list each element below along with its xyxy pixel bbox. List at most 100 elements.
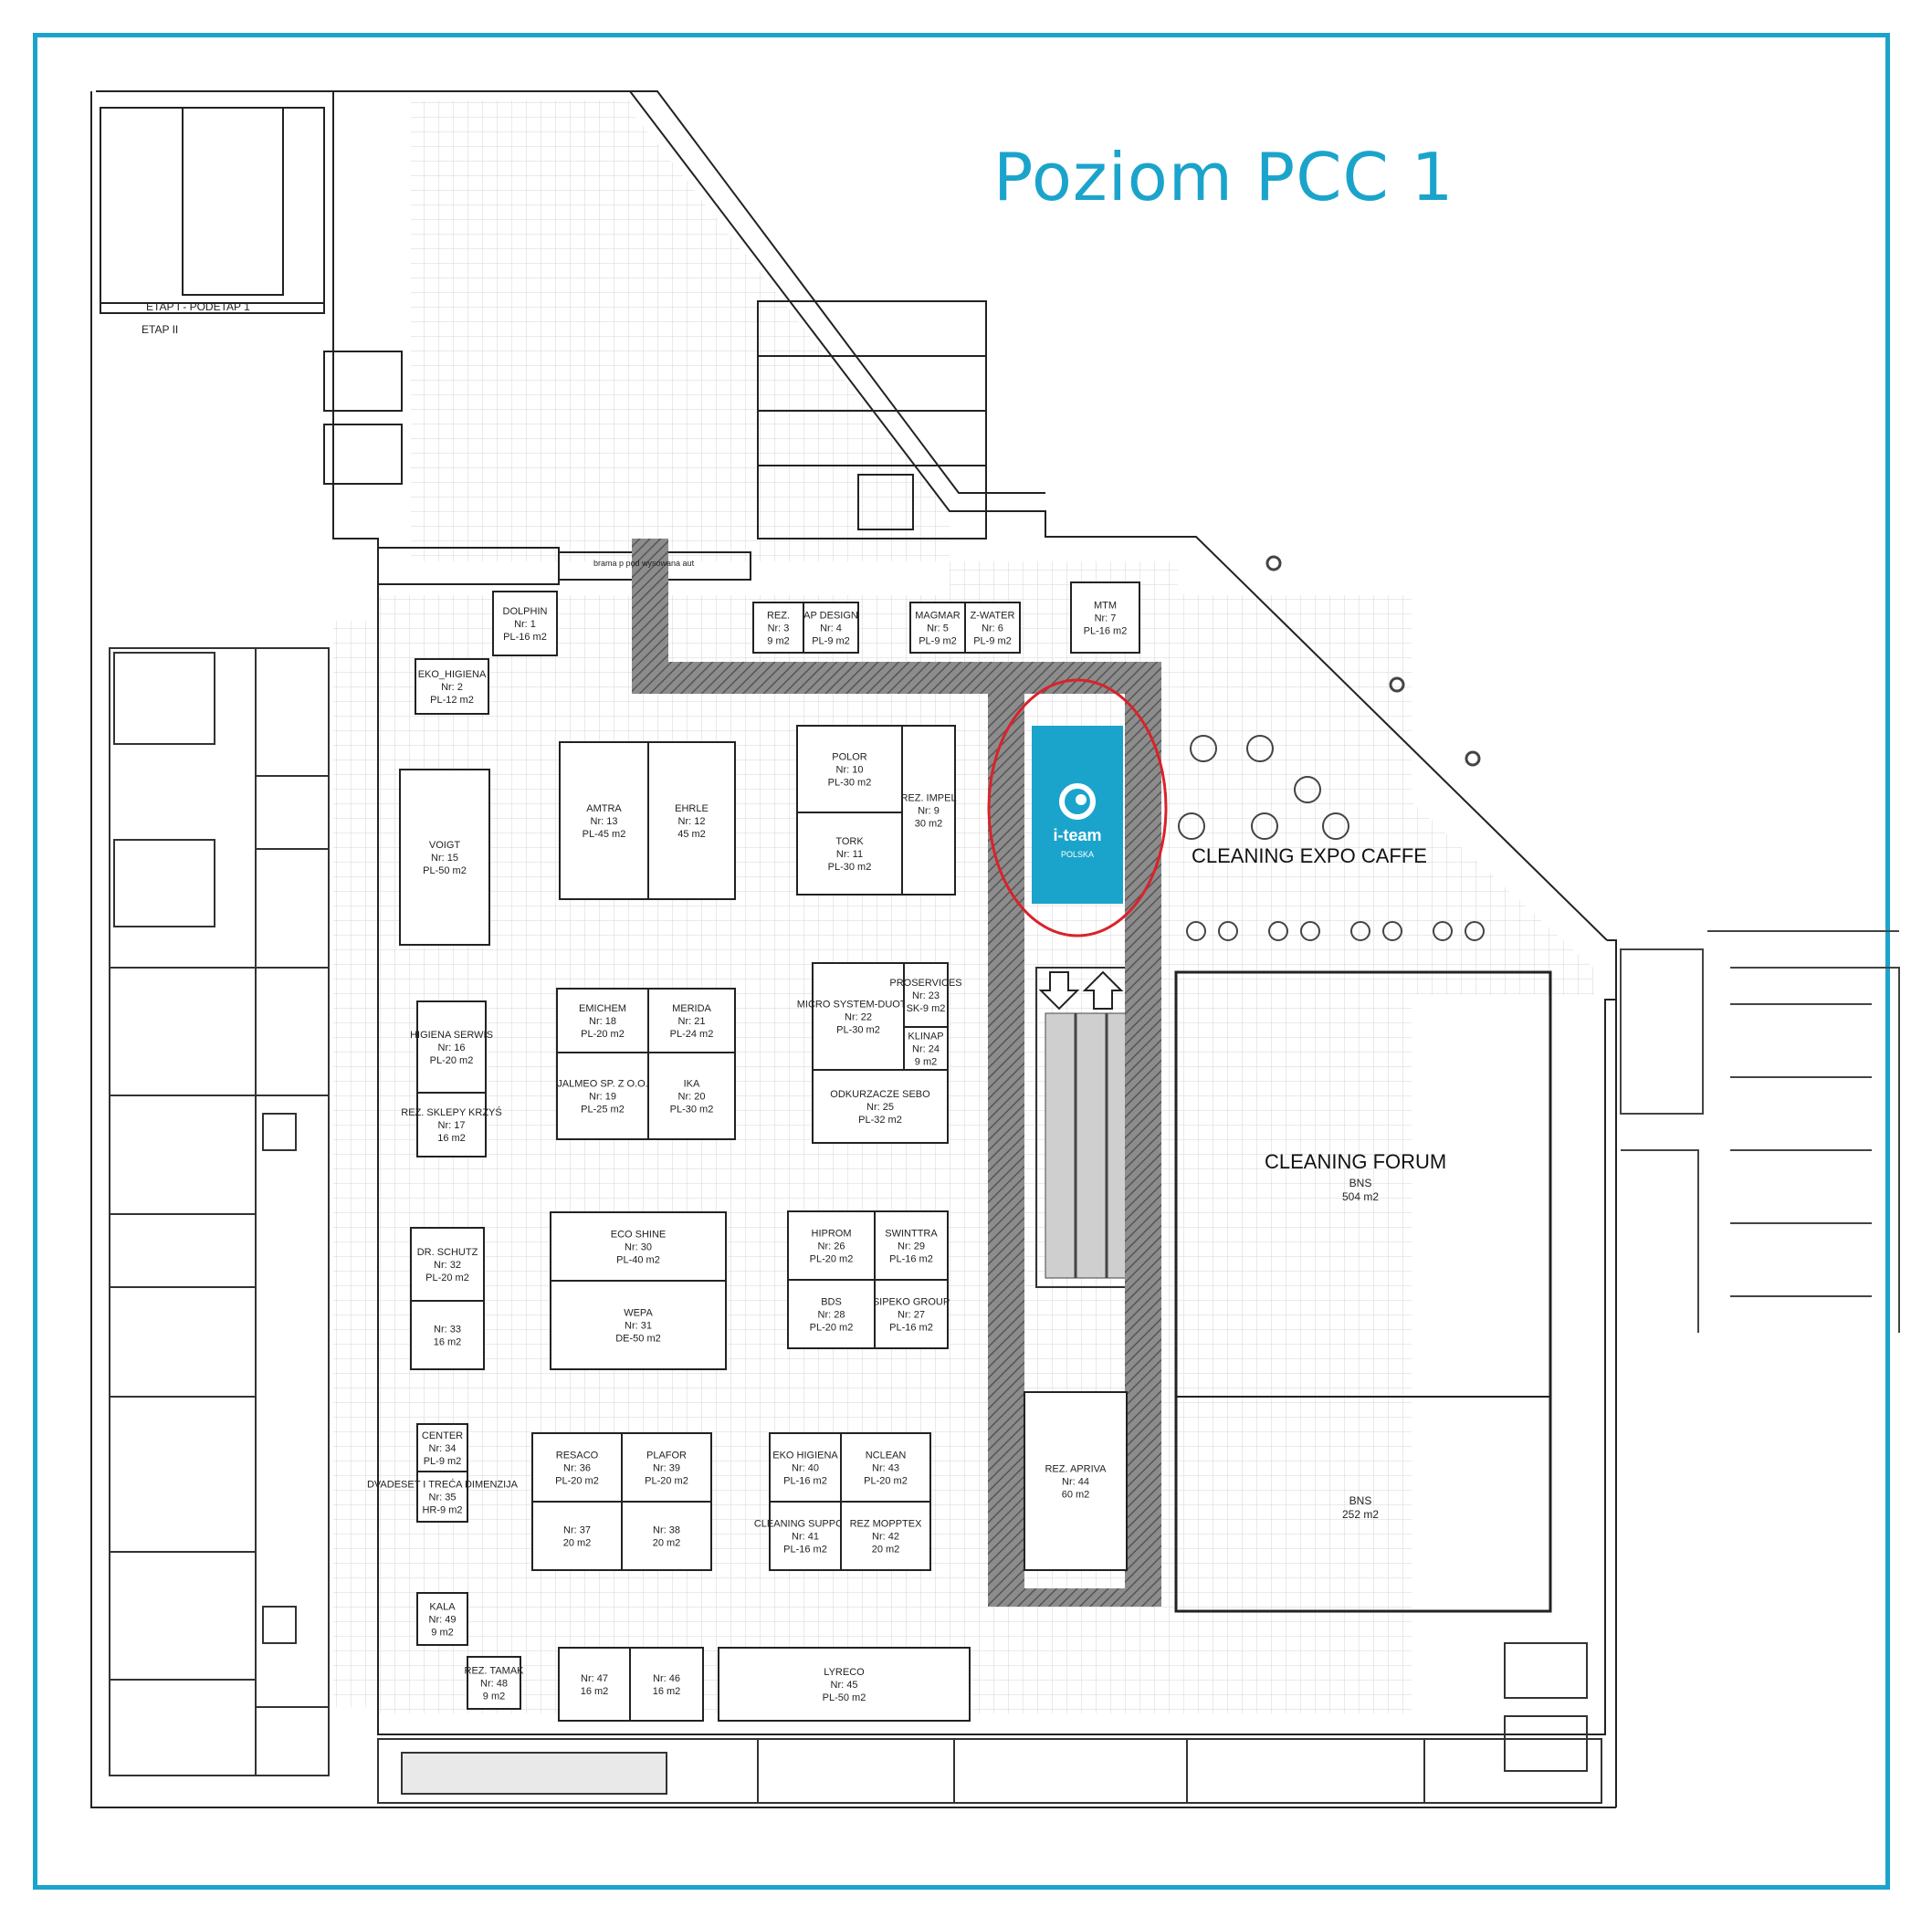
bns2-label: BNS xyxy=(1349,1494,1372,1507)
booth-number: Nr: 31 xyxy=(625,1321,652,1332)
booth-name: LYRECO xyxy=(824,1667,865,1678)
booth-name: JALMEO SP. Z O.O. xyxy=(557,1079,647,1090)
booth-name: MTM xyxy=(1094,601,1117,612)
booth-area: DE-50 m2 xyxy=(615,1334,661,1345)
forum-label: CLEANING FORUM xyxy=(1265,1150,1446,1173)
booth-outline xyxy=(964,602,1021,654)
booth-area: 9 m2 xyxy=(431,1628,453,1639)
booth-area: PL-20 m2 xyxy=(425,1273,469,1283)
booth-outline xyxy=(559,741,649,900)
booth-outline xyxy=(415,658,489,715)
booth-area: SK-9 m2 xyxy=(907,1003,946,1014)
booth-area: PL-20 m2 xyxy=(555,1476,599,1487)
booth-number: Nr: 48 xyxy=(480,1679,508,1690)
booth-name: REZ. SKLEPY KRZYŚ xyxy=(401,1106,501,1118)
booth-area: PL-30 m2 xyxy=(670,1105,714,1116)
booth-area: 16 m2 xyxy=(653,1686,681,1697)
booth-number: Nr: 46 xyxy=(653,1673,680,1684)
booth-name: CLEANING SUPPORT xyxy=(754,1519,857,1530)
booth-area: PL-50 m2 xyxy=(823,1692,866,1703)
booth-name: PLAFOR xyxy=(646,1451,687,1461)
booth-area: PL-16 m2 xyxy=(783,1476,827,1487)
booth-area: PL-9 m2 xyxy=(812,636,850,647)
booth-area: PL-20 m2 xyxy=(581,1029,625,1040)
booth-number: Nr: 41 xyxy=(792,1532,819,1543)
right-stairs xyxy=(1620,930,1900,1333)
booth-area: PL-20 m2 xyxy=(430,1055,474,1066)
booth-name: REZ. APRIVA xyxy=(1045,1464,1107,1475)
booth-area: PL-25 m2 xyxy=(581,1105,625,1116)
booth-name: POLOR xyxy=(832,752,867,763)
booth-area: 9 m2 xyxy=(915,1057,937,1068)
booth-number: Nr: 6 xyxy=(982,623,1003,634)
bns2-area: 252 m2 xyxy=(1342,1508,1379,1521)
booth-number: Nr: 29 xyxy=(898,1241,925,1252)
booth-number: Nr: 1 xyxy=(514,619,536,630)
booth-name: WEPA xyxy=(624,1308,653,1319)
booth-area: PL-9 m2 xyxy=(973,636,1012,647)
iteam-brand: i-team xyxy=(1053,826,1101,844)
booth-outline xyxy=(621,1432,712,1503)
booth-number: Nr: 19 xyxy=(589,1092,616,1103)
booth-area: 45 m2 xyxy=(677,829,706,840)
booth-name: AMTRA xyxy=(586,803,622,814)
booth: WEPA Nr: 31 DE-50 m2 xyxy=(550,1280,727,1370)
booth-name: BDS xyxy=(821,1297,842,1308)
caffe-label: CLEANING EXPO CAFFE xyxy=(1192,844,1427,867)
booth-number: Nr: 44 xyxy=(1062,1477,1089,1488)
etap1-label: ETAP I - PODETAP 1 xyxy=(146,300,250,313)
map-labels: ETAP I - PODETAP 1 ETAP II brama p pod w… xyxy=(142,300,1446,1521)
booth-outline xyxy=(416,1000,487,1094)
booth-number: Nr: 10 xyxy=(836,765,864,776)
booth-outline xyxy=(556,988,649,1053)
booth-number: Nr: 18 xyxy=(589,1016,616,1027)
booth-outline xyxy=(803,602,859,654)
booth-area: 16 m2 xyxy=(434,1337,462,1348)
booth-number: Nr: 24 xyxy=(912,1044,940,1055)
booth: JALMEO SP. Z O.O. Nr: 19 PL-25 m2 xyxy=(556,1052,649,1140)
escalator xyxy=(1035,967,1147,1288)
map-frame xyxy=(33,33,1890,1890)
booth-name: NCLEAN xyxy=(866,1451,907,1461)
hall-floor xyxy=(333,100,1593,1713)
booth-name: REZ. TAMAK xyxy=(465,1666,525,1677)
booth-name: MERIDA xyxy=(672,1003,711,1014)
booth-number: Nr: 21 xyxy=(678,1016,706,1027)
booth-outline xyxy=(874,1210,949,1281)
booth-number: Nr: 16 xyxy=(438,1042,466,1053)
booth-number: Nr: 28 xyxy=(818,1310,845,1321)
booth-outline xyxy=(840,1432,931,1503)
booth-outline xyxy=(621,1501,712,1571)
booth-number: Nr: 49 xyxy=(429,1615,457,1626)
booth-number: Nr: 34 xyxy=(429,1443,457,1454)
booth-number: Nr: 11 xyxy=(836,849,863,860)
booth-number: Nr: 38 xyxy=(653,1525,680,1536)
booth: Nr: 46 16 m2 xyxy=(629,1647,704,1722)
booth-outline xyxy=(416,1471,468,1523)
booth-area: PL-24 m2 xyxy=(670,1029,714,1040)
booth-area: PL-20 m2 xyxy=(645,1476,688,1487)
booth-area: PL-12 m2 xyxy=(430,695,474,706)
booth: REZ.Nr: 39 m2 xyxy=(752,602,804,654)
iteam-eye-icon xyxy=(1059,783,1096,820)
booth-outline xyxy=(531,1432,623,1503)
booth-outline xyxy=(556,1052,649,1140)
booth-name: RESACO xyxy=(556,1451,599,1461)
booth-area: 20 m2 xyxy=(563,1538,592,1549)
